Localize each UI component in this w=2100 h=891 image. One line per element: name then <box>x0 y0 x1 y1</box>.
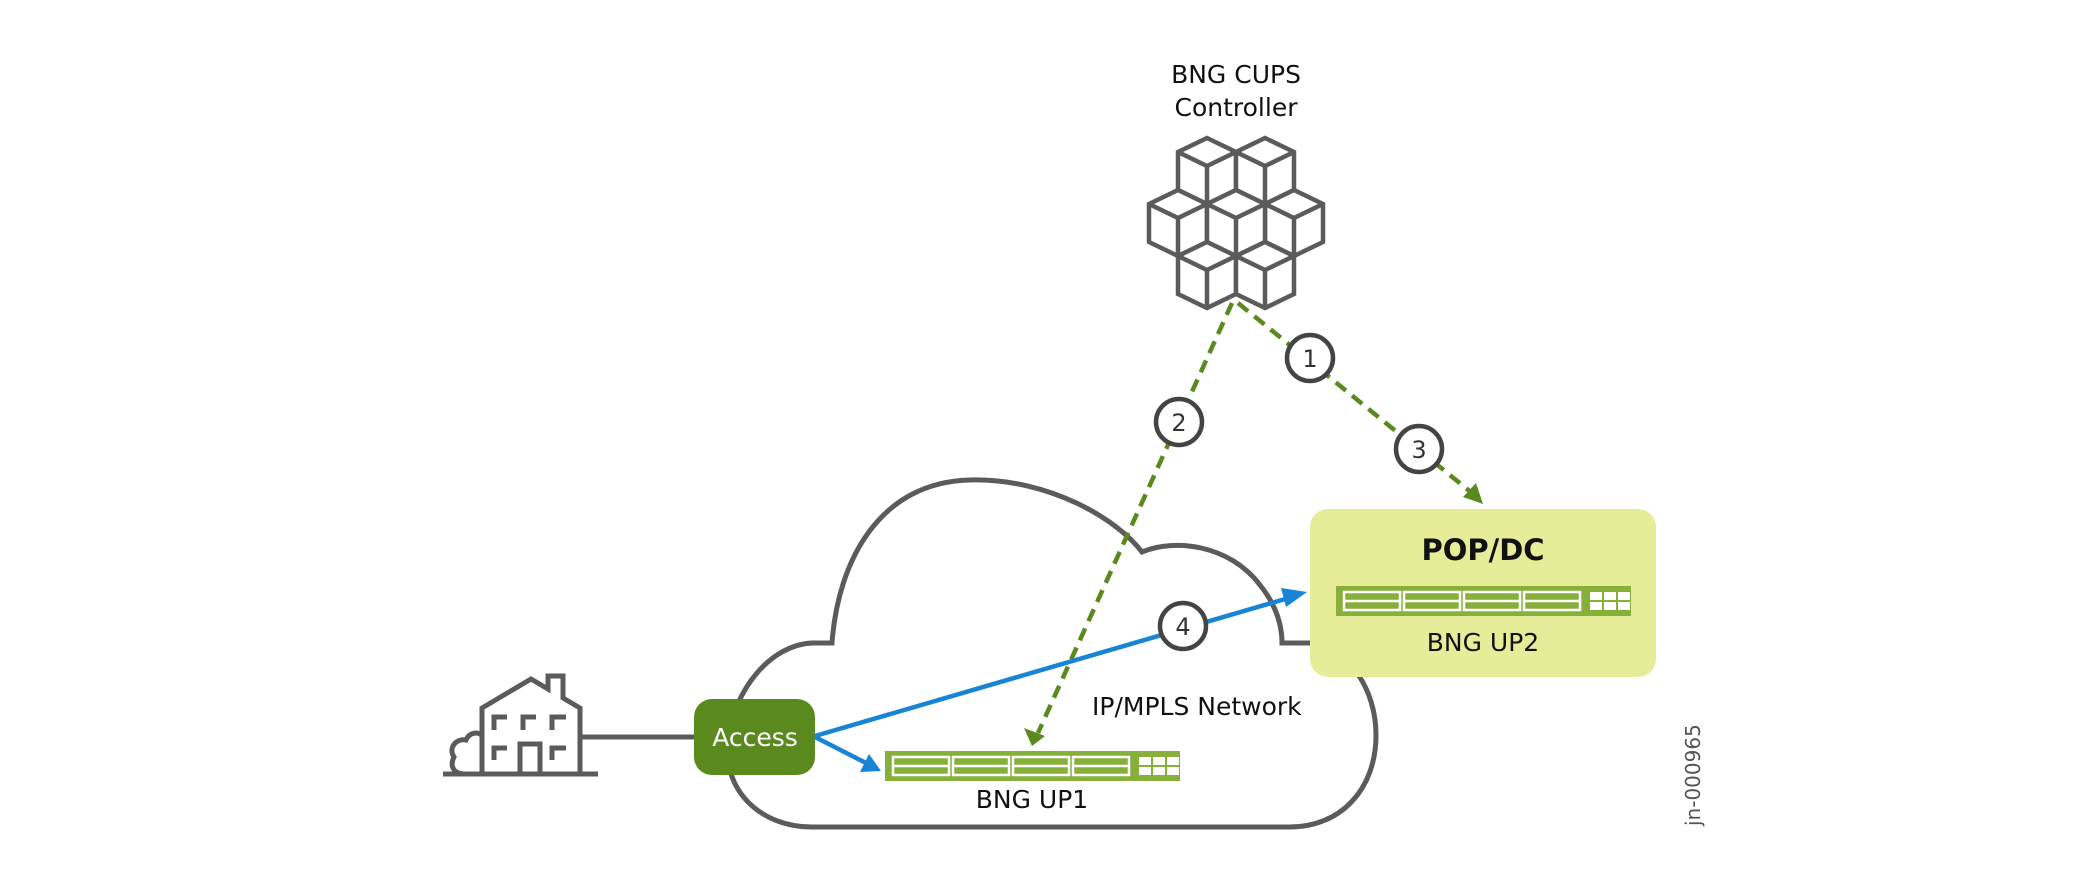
bng-up1-switch-icon[interactable] <box>885 751 1180 781</box>
cloud-icon <box>724 477 1379 830</box>
switch-mgmt-port <box>1604 602 1616 610</box>
step-number: 2 <box>1171 409 1186 437</box>
step-marker-3[interactable]: 3 <box>1393 423 1445 475</box>
link-access-up1 <box>813 734 868 766</box>
cube-mid-right <box>1262 187 1326 259</box>
switch-mgmt-port <box>1153 757 1165 765</box>
step-number: 1 <box>1302 345 1317 373</box>
cube-bottom-right <box>1233 239 1297 311</box>
bng-up1-label: BNG UP1 <box>976 785 1088 814</box>
switch-mgmt-port <box>1153 767 1165 775</box>
switch-mgmt-port <box>1167 757 1179 765</box>
arrowhead-access-up1 <box>860 754 881 772</box>
arrowhead-access-up2 <box>1281 588 1307 607</box>
cube-bottom-left <box>1175 239 1239 311</box>
step-marker-1[interactable]: 1 <box>1284 332 1336 384</box>
control-links <box>1024 301 1483 746</box>
link-controller-up1 <box>1035 302 1235 734</box>
data-links <box>813 588 1307 772</box>
cube-top-right <box>1233 135 1297 207</box>
link-controller-up2 <box>1236 301 1474 495</box>
controller-title-line2: Controller <box>1175 93 1299 122</box>
bng-up2-label: BNG UP2 <box>1427 628 1539 657</box>
house-icon <box>443 673 598 777</box>
pop-dc-site[interactable]: POP/DC BNG UP2 <box>1310 509 1656 677</box>
switch-mgmt-port <box>1167 767 1179 775</box>
step-number: 4 <box>1175 613 1190 641</box>
access-node[interactable]: Access <box>694 699 815 775</box>
bng-up2-switch-icon[interactable] <box>1336 586 1631 616</box>
step-number: 3 <box>1411 436 1426 464</box>
switch-mgmt-port <box>1590 602 1602 610</box>
figure-id: jn-000965 <box>1681 724 1705 827</box>
link-access-up2 <box>814 594 1293 739</box>
pop-dc-title: POP/DC <box>1421 533 1544 567</box>
switch-mgmt-port <box>1604 592 1616 600</box>
switch-mgmt-port <box>1618 592 1630 600</box>
switch-mgmt-port <box>1618 602 1630 610</box>
controller-title-line1: BNG CUPS <box>1171 60 1301 89</box>
arrowhead-up2 <box>1463 483 1483 504</box>
access-label: Access <box>712 723 798 752</box>
switch-mgmt-port <box>1590 592 1602 600</box>
step-marker-2[interactable]: 2 <box>1153 396 1205 448</box>
network-label: IP/MPLS Network <box>1092 692 1302 721</box>
step-marker-4[interactable]: 4 <box>1157 600 1209 652</box>
switch-mgmt-port <box>1139 757 1151 765</box>
arrowhead-up1 <box>1024 728 1045 746</box>
cube-cluster-icon[interactable] <box>1146 135 1326 311</box>
switch-mgmt-port <box>1139 767 1151 775</box>
